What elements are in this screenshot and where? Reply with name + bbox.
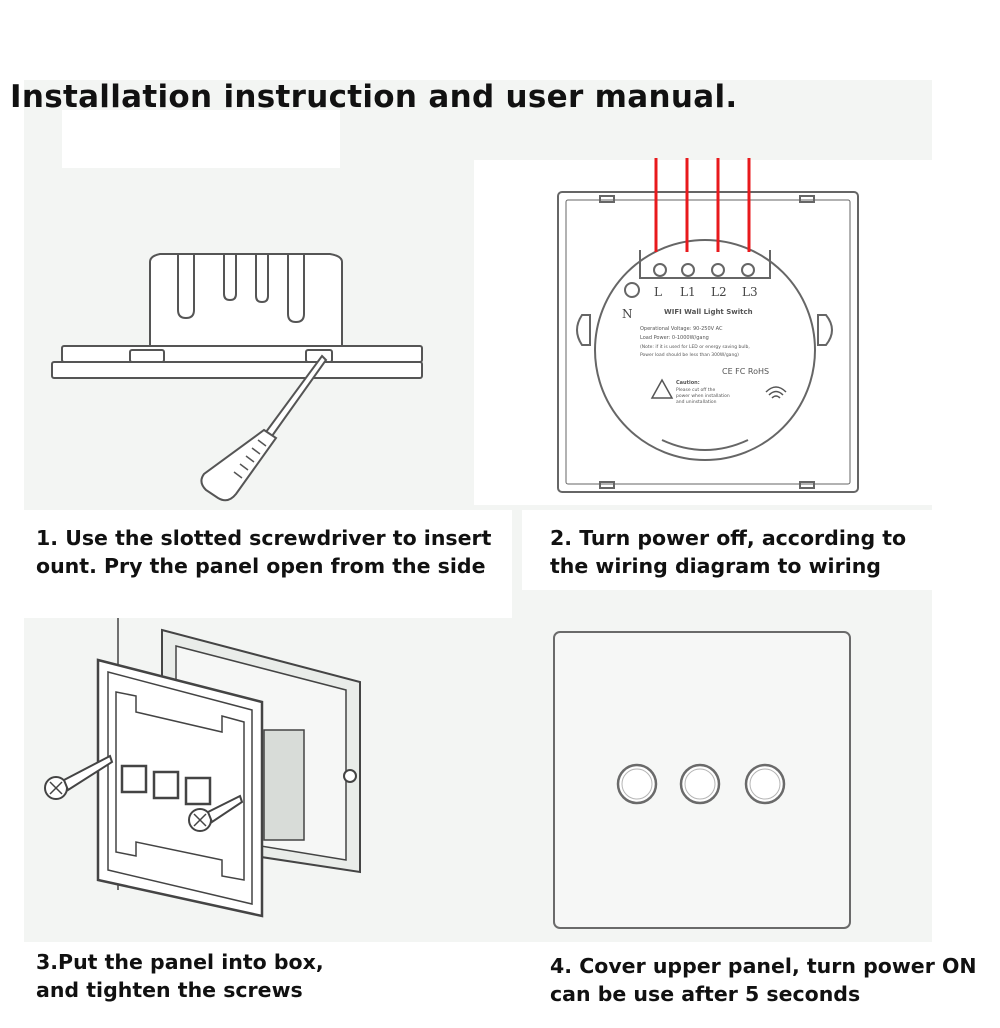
caution-line-1: Please cut off the [676,387,715,393]
step-3-caption: 3.Put the panel into box, and tighten th… [36,948,324,1004]
switch-module-ring [594,239,816,461]
touch-button-2-icon [679,763,721,805]
wires [654,158,751,252]
step-4-line-2: can be use after 5 seconds [550,982,861,1006]
warning-triangle-icon [650,378,674,399]
terminal-label-l3: L3 [742,285,758,299]
step-1-line-2: ount. Pry the panel open from the side [36,554,486,578]
terminal-screws [653,263,755,277]
page-title: Installation instruction and user manual… [10,78,738,115]
product-label: WIFI Wall Light Switch [664,308,753,316]
wifi-icon [765,386,787,399]
touch-button-1-icon [616,763,658,805]
caution-title: Caution: [676,380,700,386]
spec-note-2: Power load should be less than 300W/gang… [640,352,739,358]
step-2-line-1: 2. Turn power off, according to [550,526,907,550]
step-3-line-1: 3.Put the panel into box, [36,950,324,974]
step-2-line-2: the wiring diagram to wiring [550,554,881,578]
step-2-caption: 2. Turn power off, according to the wiri… [550,524,906,580]
step-1-line-1: 1. Use the slotted screwdriver to insert [36,526,492,550]
step-3-line-2: and tighten the screws [36,978,303,1002]
cert-marks: CE FC RoHS [722,367,769,376]
screwdriver [200,354,328,502]
terminal-label-l2: L2 [711,285,727,299]
spec-voltage: Operational Voltage: 90-250V AC [640,326,723,332]
step-1-caption: 1. Use the slotted screwdriver to insert… [36,524,491,580]
switch-box-body [149,253,343,347]
caution-line-3: and uninstallation [676,399,717,405]
spec-load: Load Power: 0-1000W/gang [640,335,709,341]
step-4-caption: 4. Cover upper panel, turn power ON can … [550,952,977,1008]
touch-button-3-icon [744,763,786,805]
backplate-outer [557,191,859,493]
label-n: N [622,307,633,321]
terminal-label-l: L [654,285,662,299]
blank-label-area [62,110,340,168]
switch-panel-base [51,361,423,379]
screw-right-icon [188,794,244,832]
screw-left-icon [44,754,114,800]
caption-1-background [24,510,512,618]
switch-faceplate [96,658,264,918]
spec-note: (Note: if it is used for LED or energy s… [640,344,750,350]
step-4-line-1: 4. Cover upper panel, turn power ON [550,954,977,978]
wiring-diagram-background [474,160,932,505]
terminal-label-l1: L1 [680,285,696,299]
caption-2-background [522,510,932,590]
caution-line-2: power when installation [676,393,730,399]
